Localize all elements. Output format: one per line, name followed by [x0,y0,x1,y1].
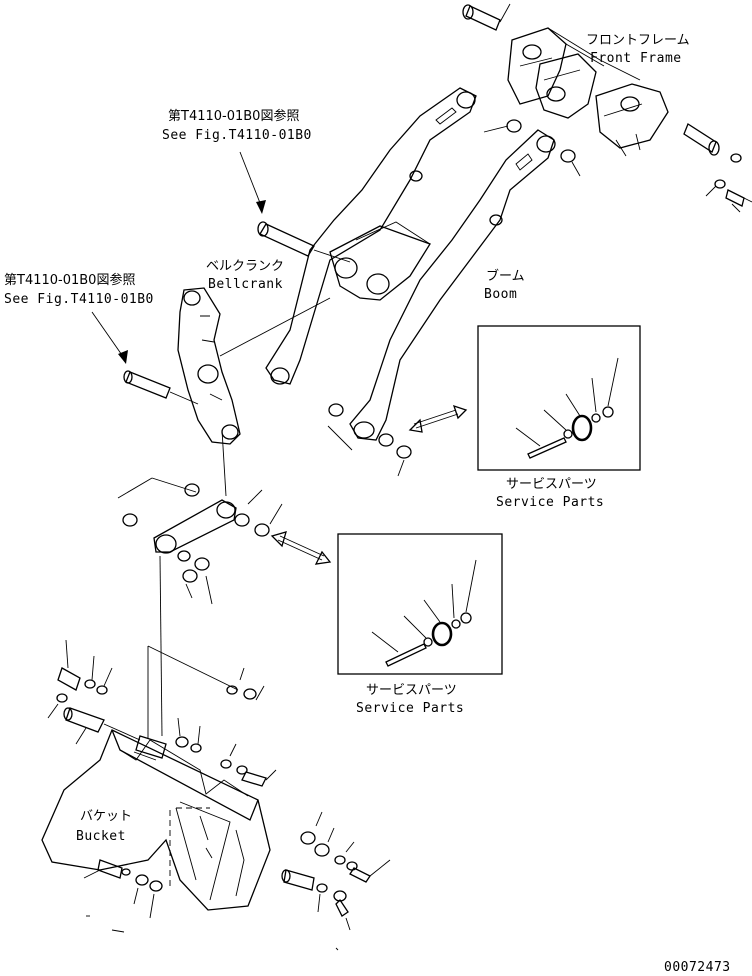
drawing-number: 00072473 [664,960,731,975]
bucket-hardware [47,639,277,787]
link [117,477,283,737]
boom-label-en: Boom [484,287,517,302]
arrow-to-service-parts-1 [408,404,468,433]
ref-top-label-en: See Fig.T4110-01B0 [162,128,312,143]
bucket [41,729,271,911]
service-parts-1-label-jp: サービスパーツ [506,477,597,492]
ref-top-label-jp: 第T4110-01B0図参照 [168,108,299,124]
front-frame-label-en: Front Frame [590,51,682,66]
service-parts-2-label-jp: サービスパーツ [366,683,457,698]
bellcrank-label-en: Bellcrank [208,277,283,292]
boom-washers [327,403,412,477]
ref-left-label-jp: 第T4110-01B0図参照 [4,272,135,288]
front-frame-label-jp: フロントフレーム [586,33,690,48]
boom-assembly [265,87,556,441]
service-parts-box-2 [337,533,503,675]
service-parts-box-1 [477,325,641,471]
ref-left-label-en: See Fig.T4110-01B0 [4,292,154,307]
front-frame [462,3,752,213]
pin-ref-left [91,311,199,405]
service-parts-1-label-en: Service Parts [496,495,604,510]
bucket-label-jp: バケット [80,809,132,824]
bellcrank [177,287,331,497]
bucket-pin-hardware [83,811,391,951]
boom-label-jp: ブーム [486,268,525,284]
pin-ref-top [239,151,351,263]
bellcrank-label-jp: ベルクランク [206,259,284,274]
service-parts-2-label-en: Service Parts [356,701,464,716]
bucket-label-en: Bucket [76,829,126,844]
arrow-to-service-parts-2 [270,531,332,565]
